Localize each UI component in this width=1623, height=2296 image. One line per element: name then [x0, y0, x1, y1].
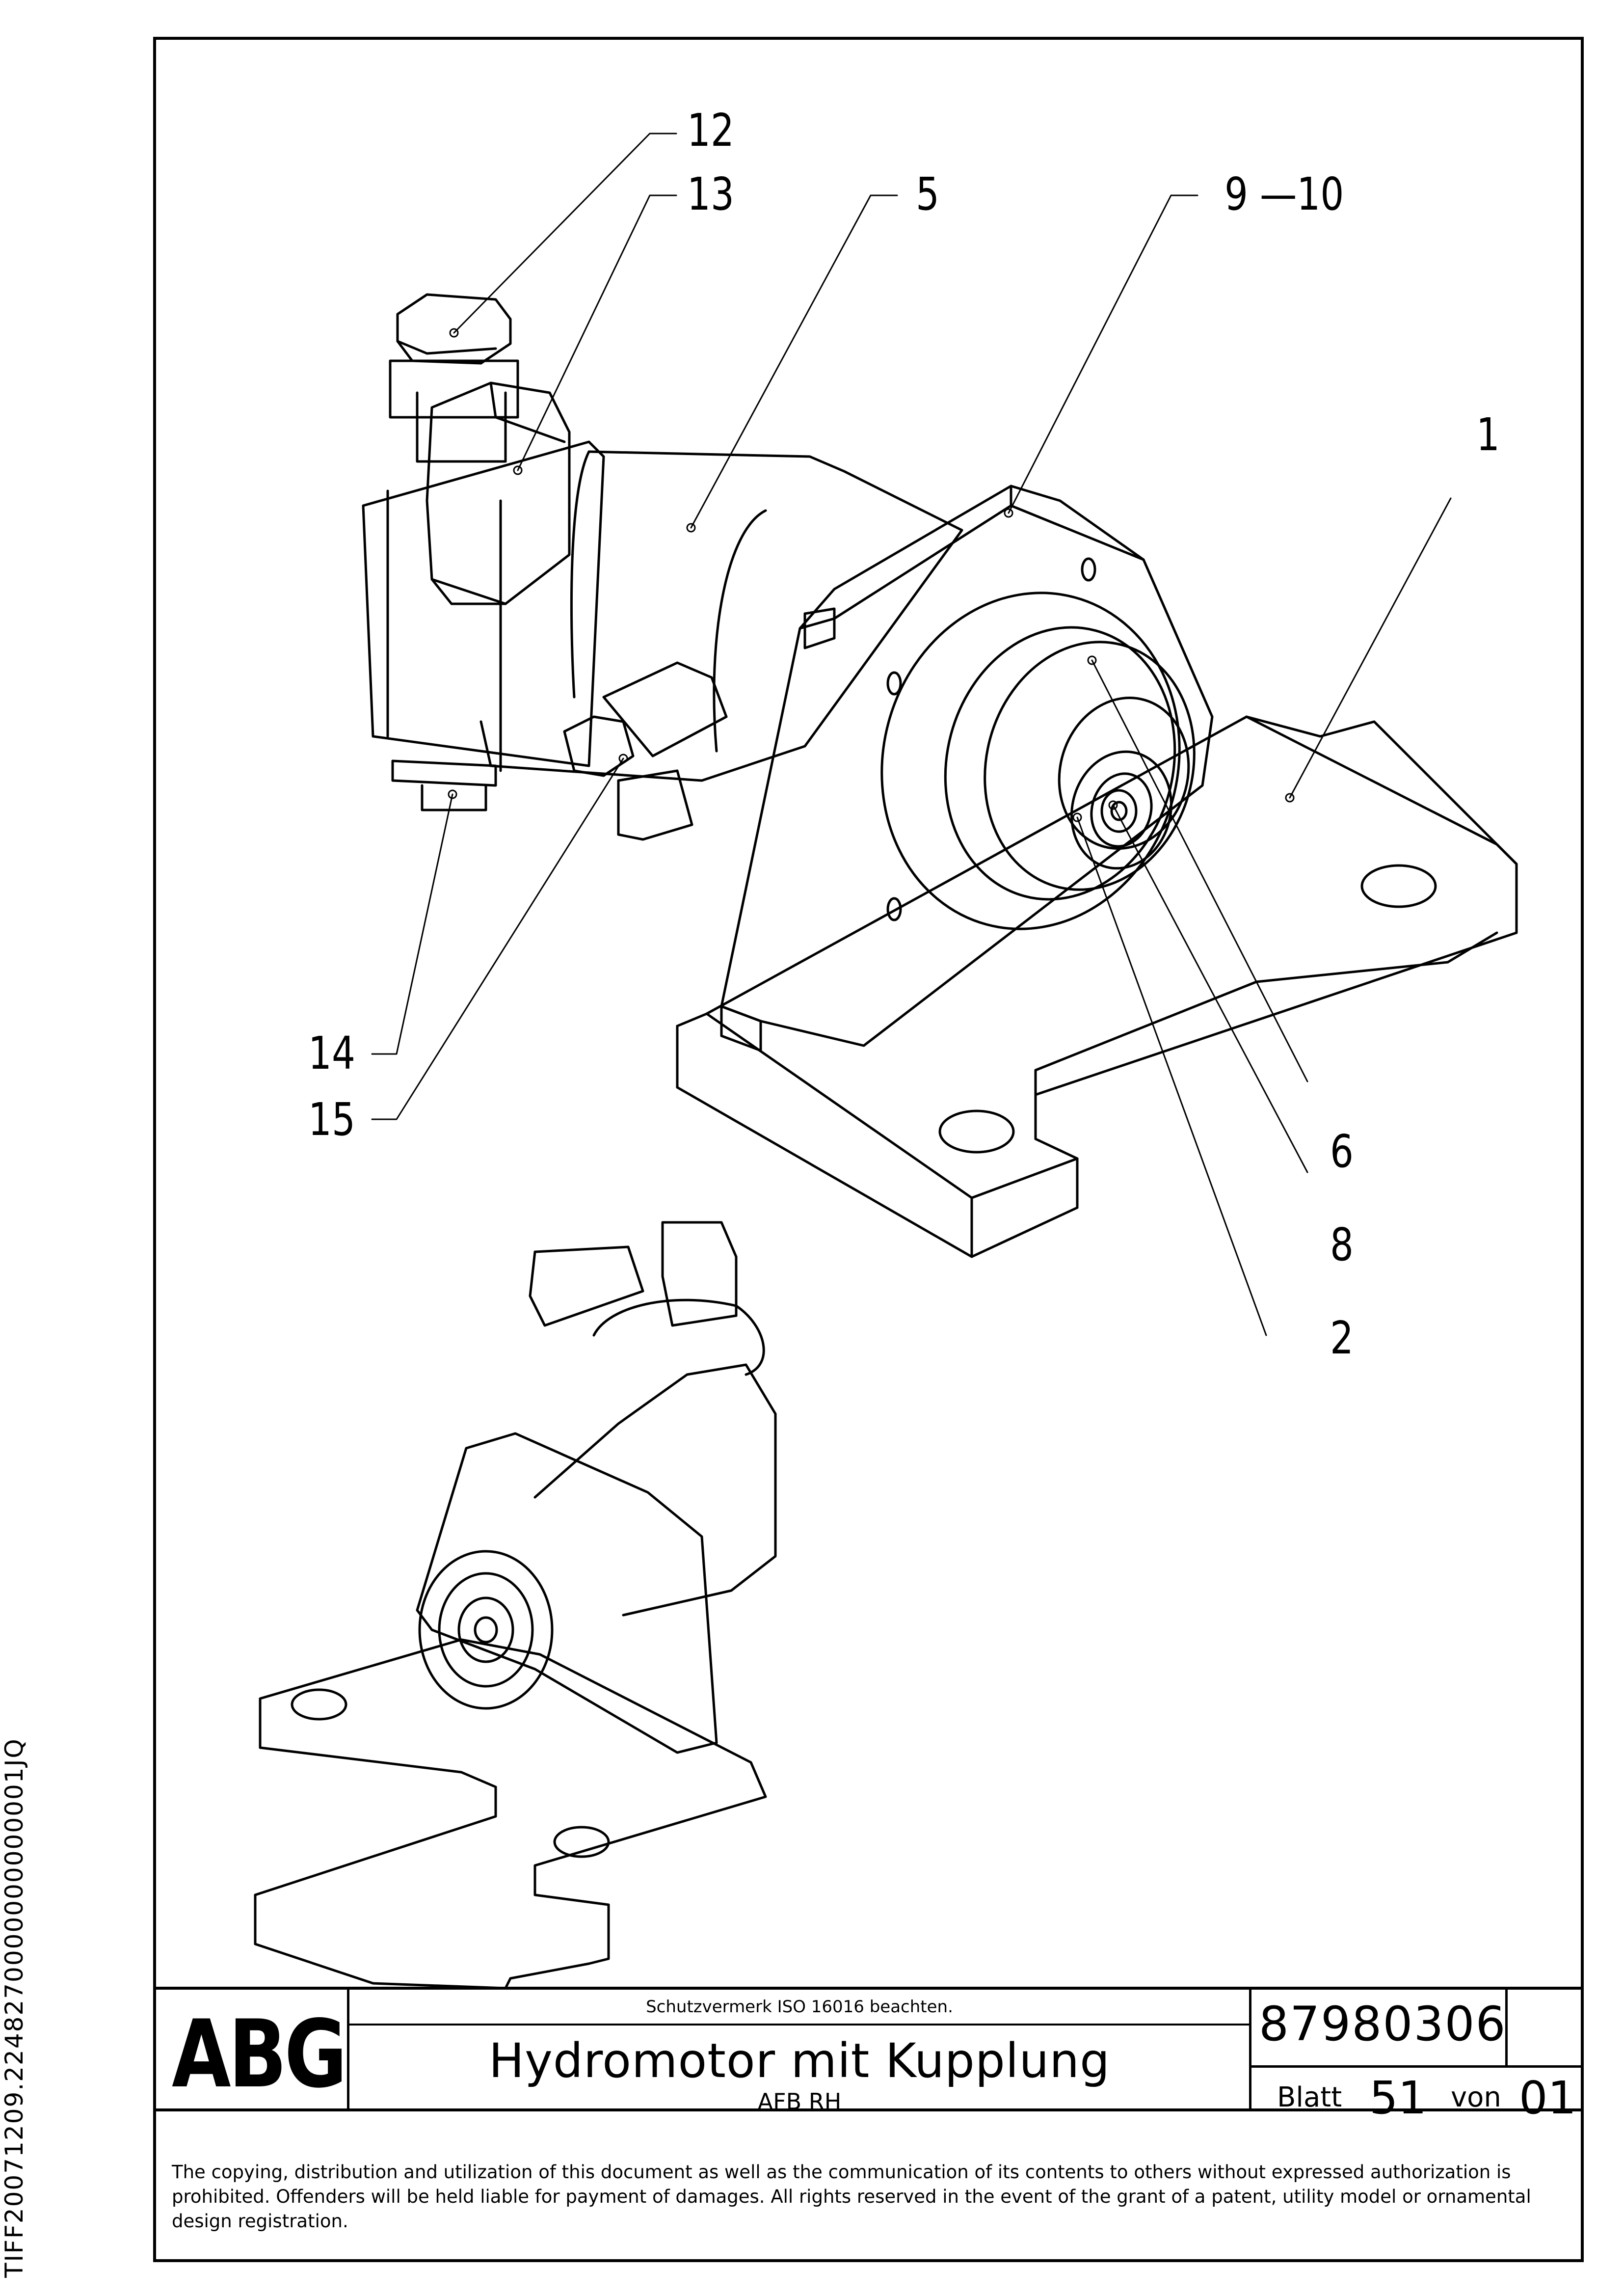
- sheet-number: 51: [1369, 2072, 1427, 2124]
- drawing-subtitle: AFB RH: [757, 2088, 842, 2115]
- hydraulic-motor: [362, 440, 963, 782]
- hydraulic-fitting-upper: [389, 293, 571, 605]
- callout-6: 6: [1330, 1125, 1354, 1178]
- title-block-divider-number: [1249, 1987, 1251, 2111]
- callout-15: 15: [308, 1093, 356, 1146]
- callout-14: 14: [308, 1027, 356, 1080]
- title-block-divider-logo: [347, 1987, 349, 2111]
- drawing-title: Hydromotor mit Kupplung: [488, 2033, 1111, 2088]
- sheet-total: 01: [1519, 2072, 1577, 2124]
- protection-note: Schutzvermerk ISO 16016 beachten.: [646, 1997, 953, 2017]
- secondary-view-assembly: [254, 1221, 777, 1990]
- abg-logo: ABG: [172, 2000, 347, 2108]
- callout-1: 1: [1476, 408, 1500, 461]
- copyright-notice: The copying, distribution and utilizatio…: [172, 2161, 1531, 2232]
- drawing-frame: [153, 37, 1584, 2262]
- title-block-bottom-border: [153, 2108, 1584, 2111]
- leader-lines: [371, 133, 1452, 1336]
- drawing-number: 87980306: [1259, 1997, 1507, 2052]
- hydraulic-fitting-lower: [391, 759, 497, 811]
- callout-9-10: 9 —10: [1224, 168, 1344, 220]
- callout-2: 2: [1330, 1312, 1354, 1364]
- callout-12: 12: [687, 104, 735, 157]
- title-block-divider-sheet: [1249, 2065, 1584, 2068]
- title-block-top-border: [153, 1987, 1584, 1990]
- sheet-label: Blatt: [1277, 2081, 1342, 2113]
- callout-8: 8: [1330, 1218, 1354, 1271]
- title-block-divider-index: [1505, 1987, 1508, 2067]
- callout-13: 13: [687, 168, 735, 220]
- coupling-hub: [880, 592, 1196, 930]
- motor-bracket: [720, 485, 1214, 1052]
- mounting-base-plate: [676, 715, 1518, 1258]
- title-block-divider-note: [347, 2024, 1250, 2026]
- callout-5: 5: [916, 168, 940, 220]
- of-label: von: [1451, 2081, 1501, 2113]
- hydraulic-fitting-side: [563, 661, 728, 841]
